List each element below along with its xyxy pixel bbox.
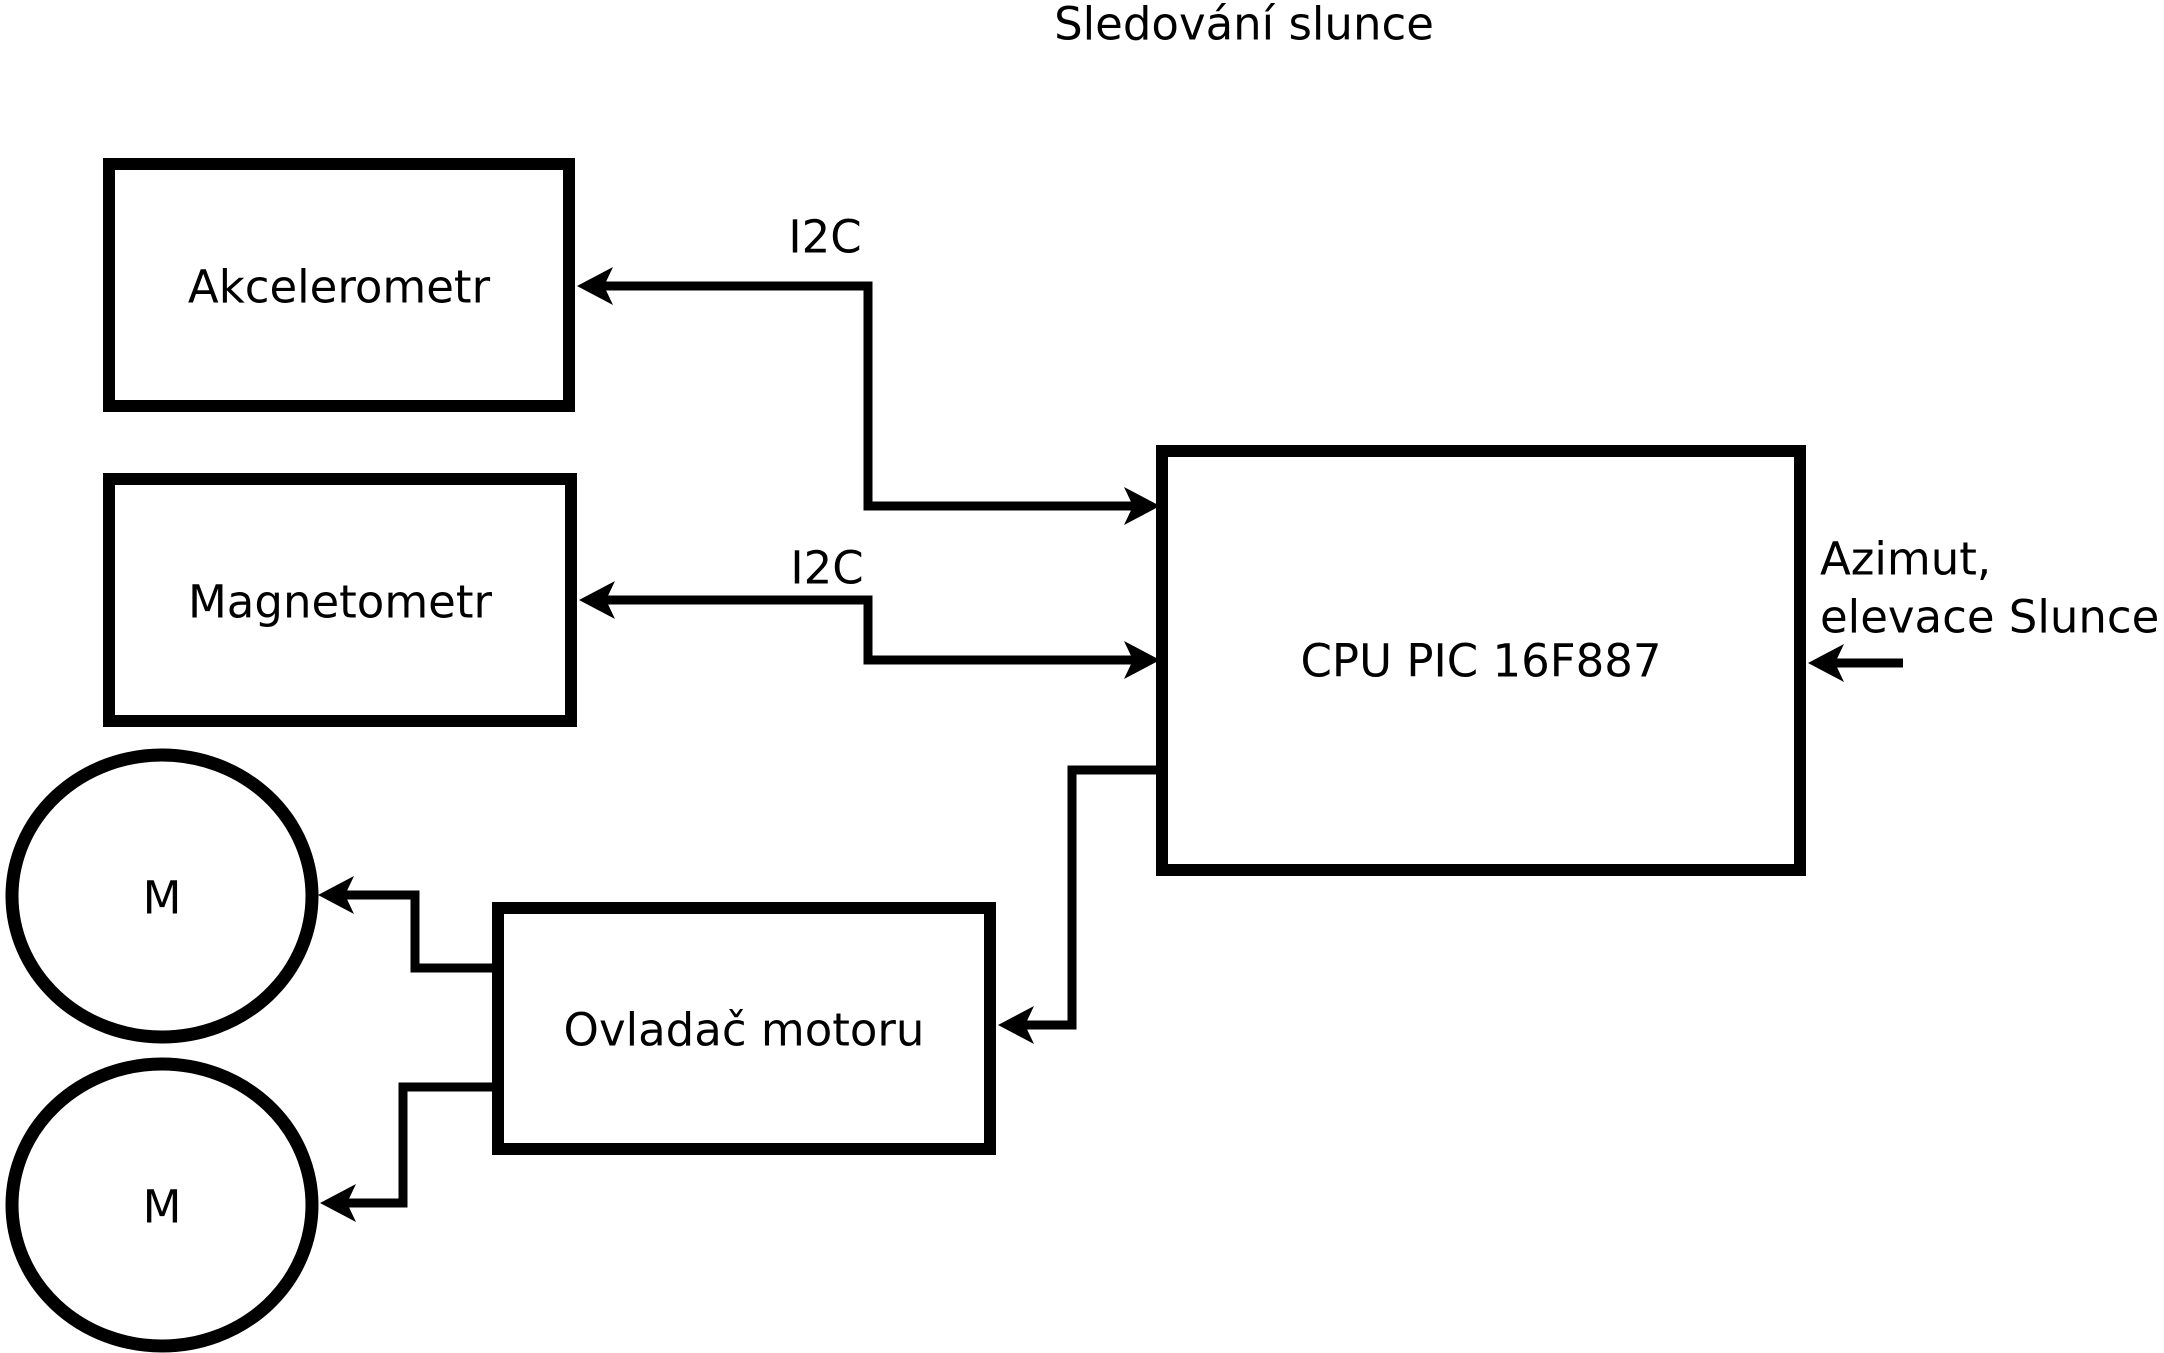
arrowhead-into-ovladac: [998, 1006, 1034, 1044]
i2c-akcelerometr-label: I2C: [788, 211, 861, 264]
motor2-circle: [5, 1057, 319, 1353]
i2c-magnetometr-wire: [606, 595, 1133, 665]
azimut-label-line1: Azimut,: [1820, 533, 1991, 586]
motor2-label: M: [143, 1181, 182, 1234]
arrowhead-into-motor1: [318, 876, 354, 914]
motor1-circle: [5, 748, 319, 1044]
ovladac-box: [492, 902, 996, 1155]
motor1-label: M: [143, 872, 182, 925]
arrowhead-into-magnetometr: [579, 581, 615, 619]
magnetometr-box: [103, 473, 577, 727]
cpu-label: CPU PIC 16F887: [1301, 635, 1662, 688]
i2c-magnetometr-label: I2C: [790, 542, 863, 595]
cpu-box: [1156, 445, 1806, 876]
diagram-title: Sledování slunce: [1054, 0, 1434, 51]
azimut-label-line2: elevace Slunce: [1820, 591, 2159, 644]
ovladac-label: Ovladač motoru: [564, 1004, 925, 1057]
akcelerometr-box: [103, 158, 575, 412]
cpu-to-ovladac-wire: [1025, 765, 1162, 1030]
magnetometr-label: Magnetometr: [188, 576, 493, 629]
ovladac-to-motor1-wire: [345, 890, 500, 973]
arrowhead-into-cpu-top: [1124, 487, 1160, 525]
arrowhead-into-cpu-middle: [1124, 641, 1160, 679]
i2c-akcelerometr-wire: [604, 281, 1133, 511]
arrowhead-into-motor2: [320, 1184, 356, 1222]
ovladac-to-motor2-wire: [347, 1082, 500, 1208]
arrowhead-into-cpu-right: [1808, 644, 1844, 682]
arrowhead-into-akcelerometr: [577, 267, 613, 305]
akcelerometr-label: Akcelerometr: [188, 261, 491, 314]
